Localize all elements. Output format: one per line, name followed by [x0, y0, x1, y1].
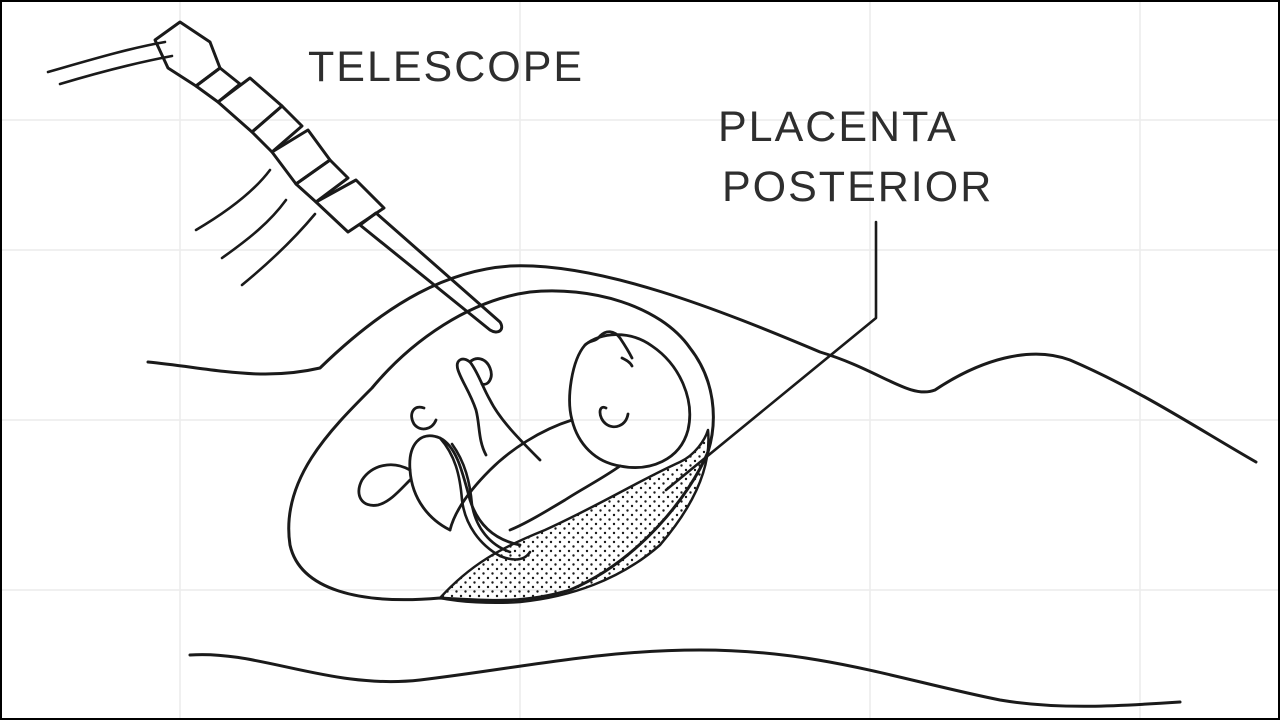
fetus [357, 330, 692, 547]
placenta-label-line1: PLACENTA [718, 103, 958, 151]
telescope-valve-2 [314, 178, 386, 234]
placenta [438, 428, 710, 605]
placenta-label-line2: POSTERIOR [722, 163, 994, 211]
telescope-tube [358, 211, 504, 334]
fetus-arm [455, 357, 542, 462]
fetus-leg [408, 434, 522, 547]
telescope-shaft-upper [250, 104, 304, 154]
fetus-body [448, 418, 574, 532]
fetus-eye [620, 356, 634, 368]
telescope-shaft-mid [294, 158, 350, 204]
fetus-ear [598, 405, 630, 429]
fetus-head [568, 333, 692, 469]
back-outline [188, 648, 1182, 708]
fetus-face [583, 330, 634, 360]
telescope-coupler [216, 76, 284, 134]
telescope-label: TELESCOPE [308, 43, 585, 91]
fetus-thigh [357, 463, 412, 507]
fetus-foot [410, 405, 438, 431]
telescope-connector [194, 66, 242, 104]
telescope-cables [46, 40, 317, 287]
abdomen-outline [146, 264, 1258, 464]
placenta-leader-line [664, 220, 878, 492]
telescope-valve-1 [270, 128, 332, 186]
umbilical-cord [438, 436, 532, 561]
fetus-hand [468, 357, 493, 386]
telescope [153, 20, 504, 334]
fetus-chest [508, 464, 622, 532]
